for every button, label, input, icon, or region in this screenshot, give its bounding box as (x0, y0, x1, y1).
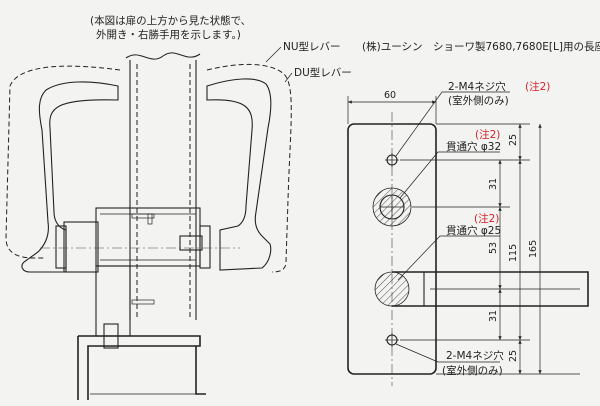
cylinder-face (55, 225, 67, 269)
dim-width-text: 60 (384, 90, 396, 101)
screw-hole-bottom-cross (385, 333, 399, 347)
plate-elevation-drawing: (株)ユーシン ショーワ製7680,7680E[L]用の長座 60 25 31 (347, 40, 600, 386)
lever-arm (392, 271, 589, 307)
top-view-drawing: (本図は扉の上方から見た状態で、 外開き・右勝手用を示します。) NU型レバー … (5, 14, 352, 400)
inside-rose (199, 225, 211, 269)
dim-upper-31-text: 31 (488, 178, 499, 190)
callout-bottom-screw-text: 2-M4ネジ穴 (446, 349, 504, 362)
callout-lever-text: 貫通穴 φ25 (446, 224, 501, 237)
door-break-line (125, 52, 201, 60)
door-frame (77, 335, 206, 400)
nu-lever-right (206, 78, 272, 271)
du-lever-right-outline (206, 63, 292, 273)
nu-lever-left (21, 81, 119, 273)
du-lever-label: DU型レバー (294, 66, 352, 79)
note-line-1: (本図は扉の上方から見た状態で、 (90, 14, 251, 27)
latch-housing (95, 265, 131, 337)
outside-rose (63, 221, 99, 273)
callout-cylinder-note: (注2) (475, 128, 500, 141)
screw-bottom (131, 299, 155, 305)
callout-bottom-screw-sub: (室外側のみ) (442, 364, 503, 377)
callout-top-screw-note: (注2) (525, 80, 550, 93)
dim-top-offset-text: 25 (508, 134, 519, 146)
screw-top-stem (147, 213, 153, 225)
screw-hole-top-cross (385, 153, 399, 167)
dim-extensions (400, 123, 580, 375)
callout-top-screw-sub: (室外側のみ) (448, 94, 509, 107)
nu-lever-label: NU型レバー (283, 40, 341, 53)
callout-cylinder-leader (399, 151, 500, 199)
cylinder-cross (380, 195, 404, 219)
callout-top-screw-leader (395, 91, 510, 157)
dim-165-text: 165 (528, 240, 539, 258)
callout-lever-note: (注2) (474, 212, 499, 225)
note-line-2: 外開き・右勝手用を示します。) (96, 28, 241, 41)
callout-lever-leader (397, 235, 500, 281)
dim-bottom-offset-text: 25 (508, 350, 519, 362)
dim-lower-31-text: 31 (488, 310, 499, 322)
screw-top (131, 213, 155, 219)
nu-leader (265, 46, 282, 63)
plate-title: (株)ユーシン ショーワ製7680,7680E[L]用の長座 (362, 40, 600, 53)
callout-cylinder-text: 貫通穴 φ32 (446, 140, 501, 153)
lever-boss-hole (374, 271, 410, 307)
dim-115-text: 115 (508, 244, 519, 262)
du-lever-left-outline (5, 65, 121, 259)
thumb-turn-stem (179, 235, 203, 251)
dim-53-text: 53 (488, 242, 499, 254)
du-leader (284, 72, 293, 83)
callout-top-screw-text: 2-M4ネジ穴 (448, 80, 506, 93)
callout-bottom-screw-leader (395, 343, 500, 363)
